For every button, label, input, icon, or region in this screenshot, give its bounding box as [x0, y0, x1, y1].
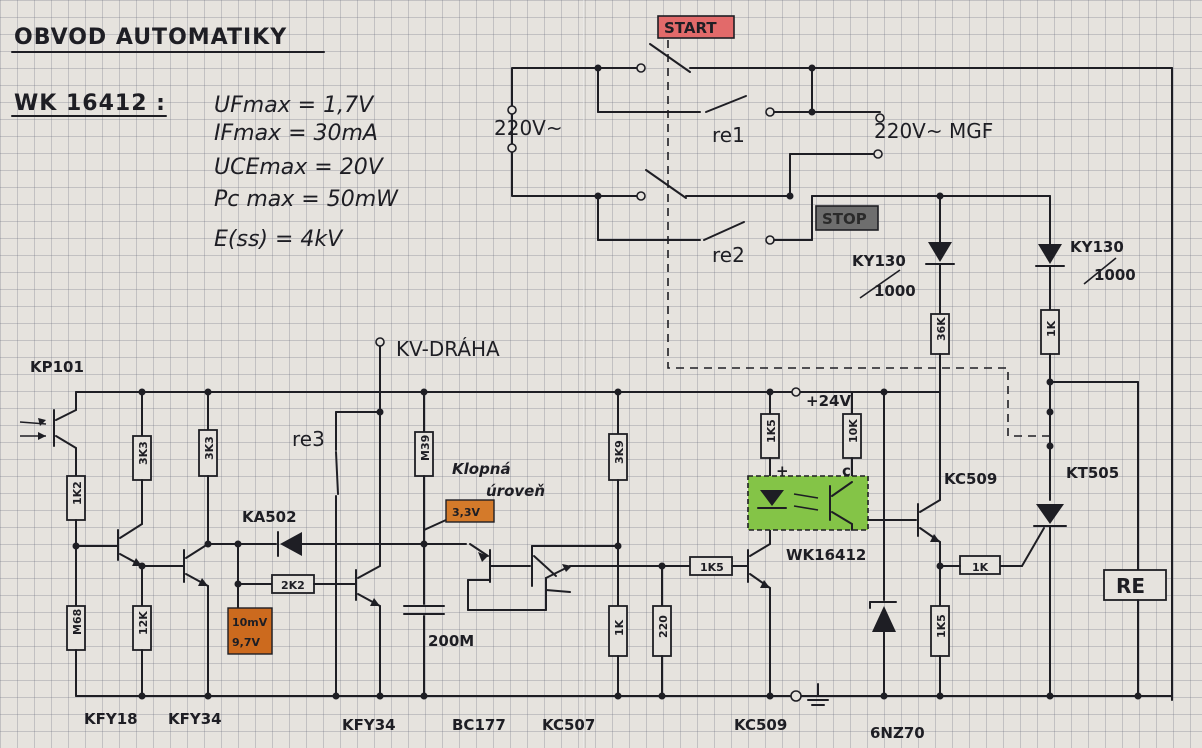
bottom-label: KFY34 [168, 710, 222, 728]
label-ka502: KA502 [242, 508, 297, 526]
spec-header: WK 16412 : [14, 91, 166, 116]
r-m68: M68 [71, 609, 84, 635]
r-12k: 12K [137, 611, 150, 635]
label-uroven: úroveň [486, 482, 545, 500]
start-tag [657, 15, 735, 39]
label-plus: + [776, 462, 789, 480]
r-3k9: 3K9 [613, 440, 626, 464]
label-re-box: RE [1116, 574, 1145, 598]
r-10k: 10K [847, 419, 860, 443]
r-m39: M39 [419, 435, 432, 461]
relay1-label: re1 [712, 123, 745, 147]
label-kv-draha: KV-DRÁHA [396, 337, 500, 361]
stop-tag [815, 205, 879, 231]
label-kt505: KT505 [1066, 464, 1119, 482]
level-tag [445, 499, 495, 523]
voltage-tag-b: 9,7V [232, 636, 260, 649]
bottom-label: KFY18 [84, 710, 138, 728]
label-re3: re3 [292, 427, 325, 451]
r-2k2: 2K2 [281, 579, 305, 592]
mechanical-link [667, 40, 1050, 437]
output-stage [851, 389, 950, 700]
r-1k5-b: 1K5 [765, 419, 778, 443]
r-1k-b: 1K [1045, 320, 1058, 337]
resistor-labels: 1K2 3K3 3K3 M68 12K 2K2 M39 3K9 1K 220 1… [71, 317, 1058, 638]
r-1k-c: 1K [972, 561, 989, 574]
label-kc509-top: KC509 [944, 470, 997, 488]
spec-line-1: UFmax = 1,7V [214, 93, 375, 118]
supply-left-label: 220V~ [494, 116, 563, 140]
spec-line-2: IFmax = 30mA [214, 121, 378, 146]
spec-line-3: UCEmax = 20V [214, 155, 385, 180]
bottom-labels: KFY18 KFY34 KFY34 BC177 KC507 KC509 6NZ7… [84, 710, 925, 742]
relay-coil-box [1103, 569, 1167, 601]
optocoupler-internals [757, 481, 853, 525]
r-1k: 1K [613, 619, 626, 636]
label-opto: WK16412 [786, 546, 866, 564]
diagram-title: OBVOD AUTOMATIKY [14, 25, 287, 50]
power-chain [925, 195, 1167, 697]
stop-label: STOP [822, 210, 867, 228]
bottom-label: KC509 [734, 716, 787, 734]
relay2-label: re2 [712, 243, 745, 267]
label-c: c [842, 462, 851, 480]
label-cap: 200M [428, 632, 474, 650]
level-tag-text: 3,3V [452, 506, 480, 519]
component-labels: KP101 KA502 re3 KV-DRÁHA +24V Klopná úro… [30, 238, 1145, 650]
bottom-label: 6NZ70 [870, 724, 925, 742]
bottom-label: BC177 [452, 716, 506, 734]
voltage-tag [227, 607, 273, 655]
label-kp101: KP101 [30, 358, 84, 376]
label-diode1-a: KY130 [852, 252, 906, 270]
r-36k: 36K [935, 317, 948, 341]
r-1k5-c: 1K5 [935, 614, 948, 638]
r-1k2: 1K2 [71, 481, 84, 505]
bottom-label: KC507 [542, 716, 595, 734]
voltage-tag-a: 10mV [232, 616, 268, 629]
r-3k3-a: 3K3 [137, 441, 150, 465]
label-diode2-b: 1000 [1094, 266, 1136, 284]
r-1k5-a: 1K5 [700, 561, 724, 574]
mains-section [507, 43, 1173, 701]
start-label: START [664, 19, 717, 37]
label-diode1-b: 1000 [874, 282, 916, 300]
paper-fold [583, 0, 586, 748]
label-klopna: Klopná [452, 460, 511, 478]
spec-line-4: Pc max = 50mW [214, 187, 399, 212]
supply-right-label: 220V~ MGF [874, 119, 993, 143]
r-220: 220 [657, 615, 670, 638]
bottom-label: KFY34 [342, 716, 396, 734]
label-diode2-a: KY130 [1070, 238, 1124, 256]
label-plus24: +24V [806, 392, 851, 410]
spec-line-5: E(ss) = 4kV [214, 227, 344, 252]
control-section [19, 337, 1173, 706]
r-3k3-b: 3K3 [203, 436, 216, 460]
